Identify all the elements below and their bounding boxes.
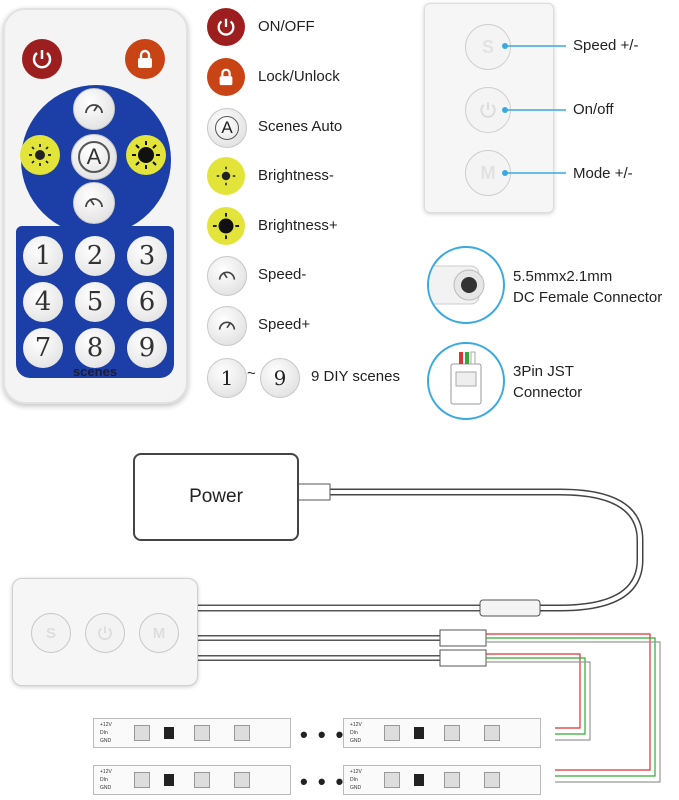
strip-pin-label: GND bbox=[350, 785, 362, 791]
legend-auto-icon: A bbox=[207, 108, 247, 148]
legend-diy-9-icon: 9 bbox=[260, 358, 300, 398]
power-supply: Power bbox=[133, 453, 299, 541]
strip-pin-label: GND bbox=[100, 785, 112, 791]
remote-keypad: 1 2 3 4 5 6 7 8 9 scenes bbox=[16, 226, 174, 379]
legend-scenes-auto: Scenes Auto bbox=[258, 118, 343, 135]
legend-brightness-plus: Brightness+ bbox=[258, 217, 338, 234]
led-strip: +12V DIn GND bbox=[93, 718, 291, 748]
key-9[interactable]: 9 bbox=[127, 328, 167, 368]
legend-speed-plus-icon bbox=[207, 306, 247, 346]
jst-connector-zoom bbox=[427, 342, 505, 420]
strip-pin-label: DIn bbox=[100, 730, 108, 736]
sun-large-icon bbox=[132, 141, 160, 169]
remote-power-button[interactable] bbox=[22, 39, 62, 79]
power-icon bbox=[98, 626, 112, 641]
strip-pin-label: +12V bbox=[350, 769, 362, 775]
wiring-lines bbox=[196, 483, 661, 783]
wiring-controller-mode-button[interactable]: M bbox=[139, 613, 179, 653]
key-1[interactable]: 1 bbox=[23, 236, 63, 276]
controller-callout-lines bbox=[502, 43, 566, 176]
key-7[interactable]: 7 bbox=[23, 328, 63, 368]
controller-speed-button[interactable]: S bbox=[465, 24, 511, 70]
key-2[interactable]: 2 bbox=[75, 236, 115, 276]
auto-letter: A bbox=[215, 116, 239, 140]
legend-speed-plus: Speed+ bbox=[258, 316, 311, 333]
auto-icon: A bbox=[78, 141, 110, 173]
legend-speed-minus-icon bbox=[207, 256, 247, 296]
wiring-controller-onoff-button[interactable] bbox=[85, 613, 125, 653]
strip-pin-label: DIn bbox=[350, 730, 358, 736]
dc-jack-icon bbox=[429, 265, 485, 305]
legend-diy-scenes: 9 DIY scenes bbox=[311, 368, 400, 385]
remote-speed-minus-button[interactable] bbox=[73, 182, 115, 224]
strip-pin-label: +12V bbox=[350, 722, 362, 728]
dc-connector-line2: DC Female Connector bbox=[513, 289, 663, 306]
led-strip: +12V DIn GND bbox=[343, 765, 541, 795]
key-8[interactable]: 8 bbox=[75, 328, 115, 368]
jst-connector-line2: Connector bbox=[513, 384, 583, 401]
wiring-controller-speed-button[interactable]: S bbox=[31, 613, 71, 653]
remote-brightness-minus-button[interactable] bbox=[20, 135, 60, 175]
sun-small-icon bbox=[29, 144, 51, 166]
jst-connector-icon bbox=[450, 351, 482, 405]
dc-connector-label: 5.5mmx2.1mm DC Female Connector bbox=[513, 266, 662, 308]
strip-pin-label: DIn bbox=[100, 777, 108, 783]
controller-box: S M bbox=[424, 3, 554, 213]
led-strip: +12V DIn GND bbox=[93, 765, 291, 795]
strip-pin-label: +12V bbox=[100, 722, 112, 728]
power-icon bbox=[480, 102, 496, 118]
jst-connector-label: 3Pin JST Connector bbox=[513, 361, 582, 403]
remote-speed-plus-button[interactable] bbox=[73, 88, 115, 130]
controller-onoff-label: On/off bbox=[573, 101, 614, 118]
key-5[interactable]: 5 bbox=[75, 282, 115, 322]
remote-scenes-auto-button[interactable]: A bbox=[71, 134, 117, 180]
scenes-label: scenes bbox=[72, 364, 118, 379]
key-3[interactable]: 3 bbox=[127, 236, 167, 276]
speedometer-icon bbox=[85, 104, 103, 114]
led-strip: +12V DIn GND bbox=[343, 718, 541, 748]
legend-lock-unlock: Lock/Unlock bbox=[258, 68, 340, 85]
strip-pin-label: +12V bbox=[100, 769, 112, 775]
legend-brightness-minus: Brightness- bbox=[258, 167, 334, 184]
ir-remote: A 1 2 3 4 5 6 7 8 9 scenes bbox=[3, 8, 188, 404]
remote-lock-button[interactable] bbox=[125, 39, 165, 79]
power-icon bbox=[32, 50, 52, 69]
legend-on-off: ON/OFF bbox=[258, 18, 315, 35]
legend-diy-tilde: ~ bbox=[247, 365, 256, 382]
controller-mode-label: Mode +/- bbox=[573, 165, 633, 182]
strip-pin-label: GND bbox=[350, 738, 362, 744]
controller-speed-label: Speed +/- bbox=[573, 37, 639, 54]
key-4[interactable]: 4 bbox=[23, 282, 63, 322]
dc-connector-line1: 5.5mmx2.1mm bbox=[513, 268, 613, 285]
dc-connector-zoom bbox=[427, 246, 505, 324]
legend-brightness-plus-icon bbox=[207, 207, 245, 245]
legend-brightness-minus-icon bbox=[207, 157, 245, 195]
lock-icon bbox=[138, 49, 152, 68]
strip-ellipsis: • • • bbox=[300, 769, 346, 794]
legend-power-icon bbox=[207, 8, 245, 46]
strip-pin-label: GND bbox=[100, 738, 112, 744]
legend-speed-minus: Speed- bbox=[258, 266, 307, 283]
remote-brightness-plus-button[interactable] bbox=[126, 135, 166, 175]
jst-connector-line1: 3Pin JST bbox=[513, 363, 574, 380]
legend-lock-icon bbox=[207, 58, 245, 96]
strip-pin-label: DIn bbox=[350, 777, 358, 783]
wiring-controller: S M bbox=[12, 578, 198, 686]
speedometer-icon bbox=[85, 198, 103, 208]
key-6[interactable]: 6 bbox=[127, 282, 167, 322]
strip-ellipsis: • • • bbox=[300, 722, 346, 747]
legend-diy-1-icon: 1 bbox=[207, 358, 247, 398]
